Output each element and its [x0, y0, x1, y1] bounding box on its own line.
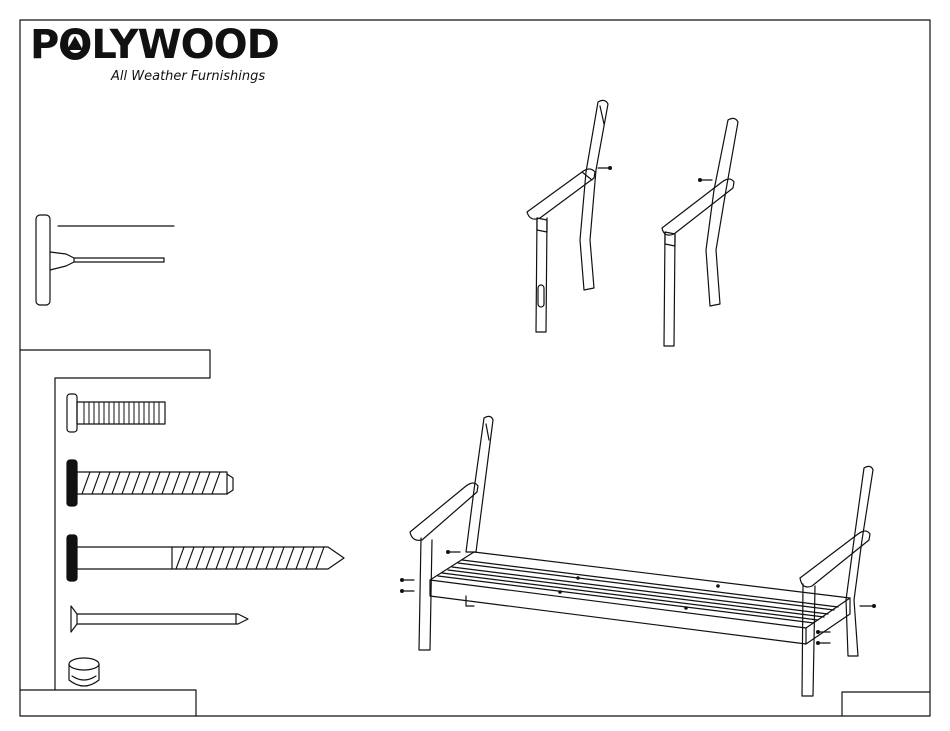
bench-frame-drawing: [401, 416, 876, 696]
page-frame: [20, 20, 930, 716]
long-lag-screw-icon: [67, 535, 344, 581]
right-arm-assembly-drawing: [662, 118, 738, 346]
barrel-bolt-icon: [67, 394, 165, 432]
lag-screw-icon: [67, 460, 233, 506]
cap-plug-icon: [69, 658, 99, 686]
brand-tagline: All Weather Furnishings: [111, 69, 265, 84]
registered-mark: ®: [257, 28, 263, 37]
t-handle-hex-key-icon: [36, 215, 174, 305]
pin-icon: [71, 606, 248, 632]
tool-panel: [20, 350, 930, 716]
left-arm-assembly-drawing: [527, 100, 611, 332]
brand-logo: POLYWOOD: [30, 22, 279, 68]
